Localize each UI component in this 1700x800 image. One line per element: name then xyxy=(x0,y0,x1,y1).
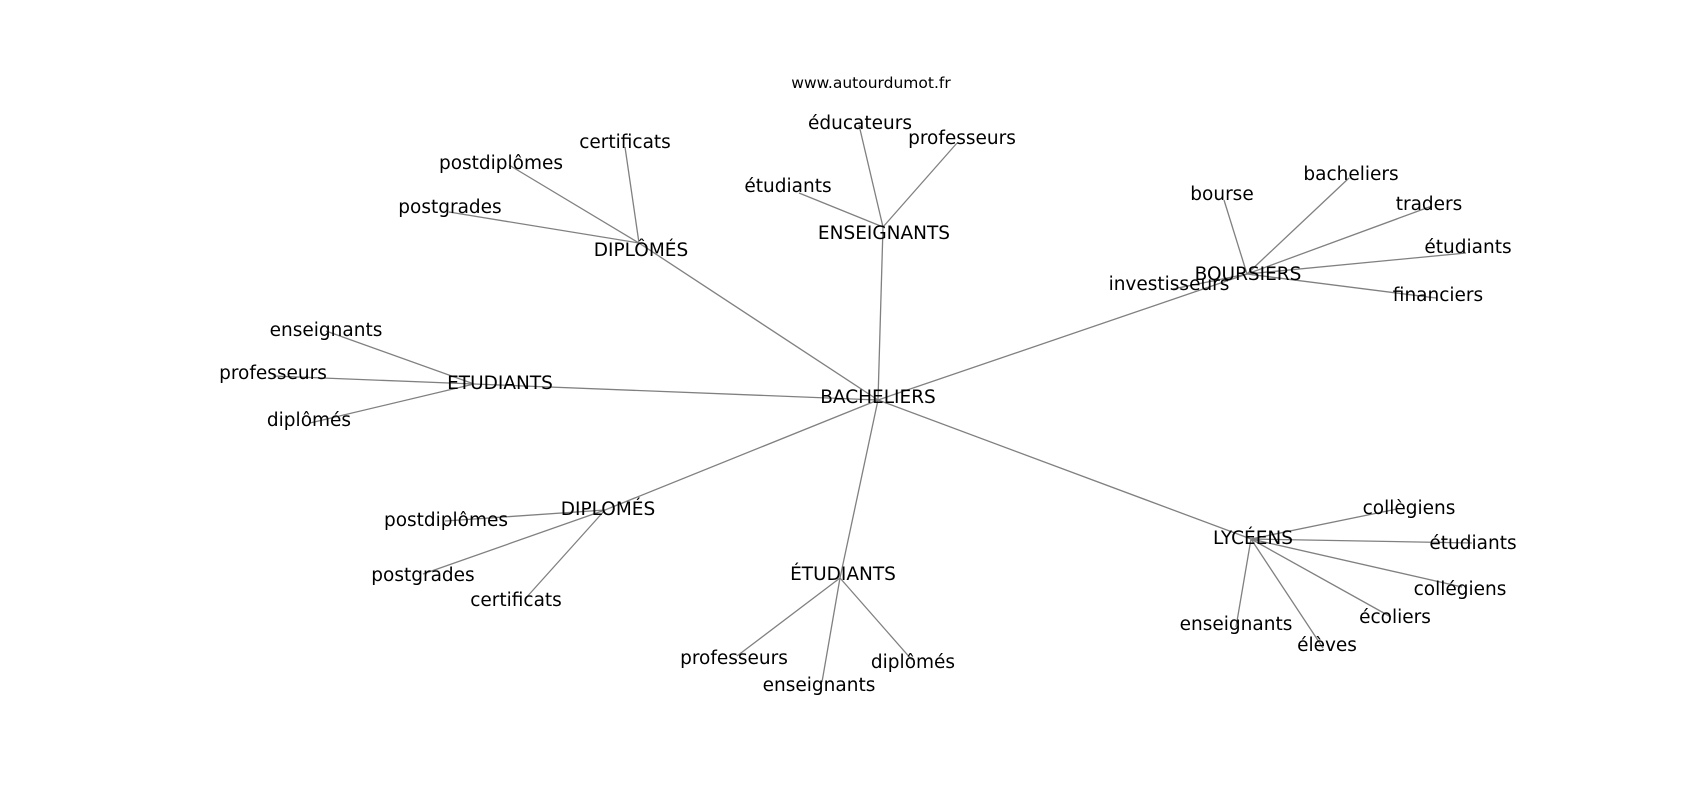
edge-g4-child-2 xyxy=(309,383,475,424)
leaf-node-label: collègiens xyxy=(1363,498,1456,519)
leaf-node-label: étudiants xyxy=(1424,237,1511,258)
edge-g3-child-5 xyxy=(1172,273,1248,290)
edge-g2-child-1 xyxy=(882,142,958,228)
leaf-node-label: postgrades xyxy=(371,565,474,586)
edges-layer xyxy=(272,124,1473,683)
root-node-label: BACHELIERS xyxy=(820,387,936,408)
edge-g4-child-0 xyxy=(325,330,475,385)
leaf-node-label: bourse xyxy=(1190,184,1253,205)
labels-layer: BACHELIERS DIPLÔMÉS certificats postdiplôme… xyxy=(219,113,1517,696)
leaf-node-label: enseignants xyxy=(763,675,876,696)
leaf-node-label: postgrades xyxy=(398,197,501,218)
edge-root-to-g3 xyxy=(877,273,1248,401)
edge-g5-child-2 xyxy=(524,509,606,600)
edge-g2-child-0 xyxy=(858,124,884,228)
edge-g5-child-0 xyxy=(444,509,606,522)
leaf-node-label: traders xyxy=(1396,194,1463,215)
group-node-label: DIPLÔMÉS xyxy=(594,239,688,261)
leaf-node-label: certificats xyxy=(579,132,671,153)
leaf-node-label: professeurs xyxy=(219,363,327,384)
leaf-node-label: élèves xyxy=(1297,635,1357,656)
leaf-node-label: enseignants xyxy=(270,320,383,341)
group-node-label: ENSEIGNANTS xyxy=(818,223,950,244)
edge-g6-child-0 xyxy=(736,577,841,657)
leaf-node-label: étudiants xyxy=(1429,533,1516,554)
leaf-node-label: postdiplômes xyxy=(439,153,563,174)
leaf-node-label: professeurs xyxy=(908,128,1016,149)
edge-g1-child-2 xyxy=(448,211,640,244)
leaf-node-label: investisseurs xyxy=(1109,274,1230,295)
edge-g5-child-1 xyxy=(422,509,606,575)
edge-g7-child-2 xyxy=(1250,538,1463,588)
edge-g7-child-1 xyxy=(1250,538,1473,544)
edge-g3-child-2 xyxy=(1246,205,1433,275)
edge-g4-child-1 xyxy=(272,375,475,385)
edge-root-to-g2 xyxy=(877,226,884,401)
leaf-node-label: financiers xyxy=(1393,285,1483,306)
edge-g3-child-1 xyxy=(1246,177,1350,275)
edge-g7-child-0 xyxy=(1250,508,1398,540)
edge-g7-child-5 xyxy=(1235,538,1252,628)
leaf-node-label: éducateurs xyxy=(808,113,912,134)
group-node-label: ETUDIANTS xyxy=(447,373,553,394)
edge-g3-child-4 xyxy=(1246,273,1437,299)
edge-root-to-g6 xyxy=(839,399,879,579)
leaf-node-label: professeurs xyxy=(680,648,788,669)
leaf-node-label: certificats xyxy=(470,590,562,611)
edge-g1-child-0 xyxy=(624,146,640,244)
group-node-label: BOURSIERS xyxy=(1195,264,1302,285)
watermark-text: www.autourdumot.fr xyxy=(791,74,951,92)
edge-root-to-g1 xyxy=(638,242,879,401)
edge-root-to-g5 xyxy=(604,399,879,511)
group-node-label: DIPLOMÉS xyxy=(561,498,655,520)
edge-g6-child-1 xyxy=(821,577,841,683)
leaf-node-label: bacheliers xyxy=(1303,164,1398,185)
leaf-node-label: postdiplômes xyxy=(384,510,508,531)
edge-g3-child-0 xyxy=(1223,199,1248,275)
leaf-node-label: enseignants xyxy=(1180,614,1293,635)
edge-g7-child-3 xyxy=(1250,538,1392,618)
leaf-node-label: collégiens xyxy=(1414,579,1507,600)
edge-root-to-g4 xyxy=(473,383,879,401)
edge-g7-child-4 xyxy=(1250,538,1324,649)
edge-g6-child-2 xyxy=(839,577,913,661)
edge-g1-child-1 xyxy=(508,164,640,244)
group-node-label: ÉTUDIANTS xyxy=(790,563,896,585)
leaf-node-label: étudiants xyxy=(744,176,831,197)
leaf-node-label: écoliers xyxy=(1359,607,1431,628)
leaf-node-label: diplômés xyxy=(267,410,351,431)
edge-root-to-g7 xyxy=(877,399,1252,540)
group-node-label: LYCÉENS xyxy=(1213,527,1293,549)
edge-g2-child-2 xyxy=(798,192,884,228)
edge-g3-child-3 xyxy=(1246,252,1467,275)
leaf-node-label: diplômés xyxy=(871,652,955,673)
